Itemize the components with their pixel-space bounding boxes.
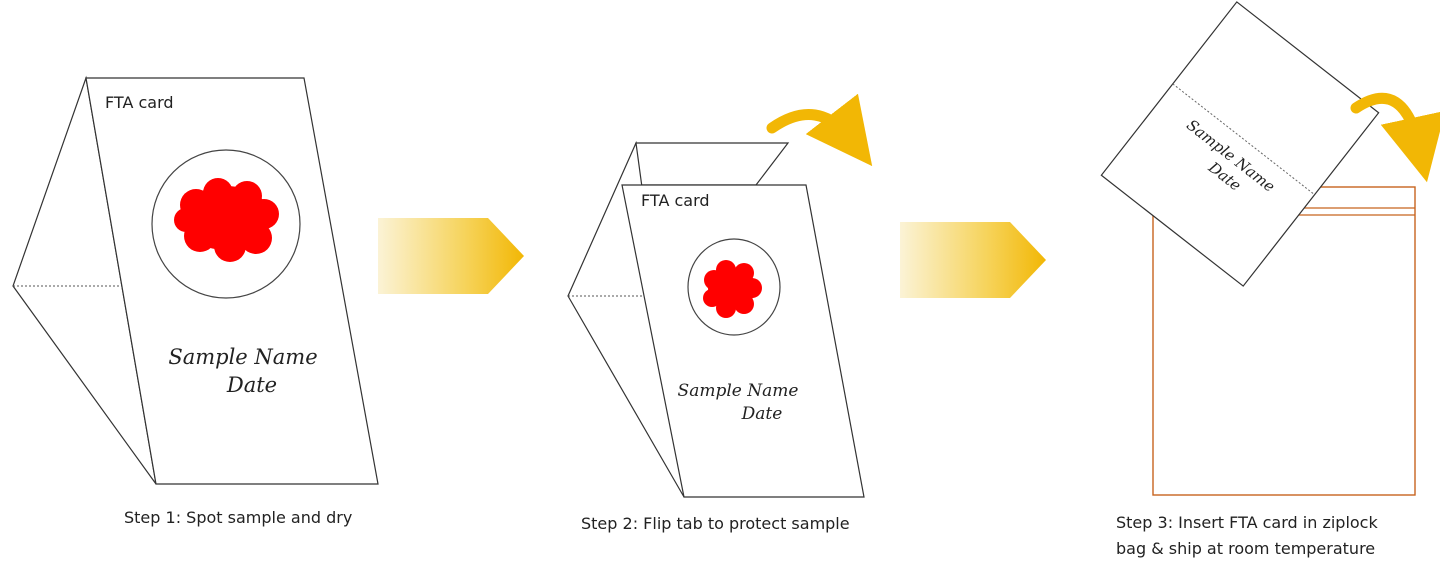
step1-caption: Step 1: Spot sample and dry — [124, 508, 353, 527]
step2-card-back-tab — [621, 142, 790, 186]
step2-sample-name: Sample Name — [678, 381, 799, 401]
step1-group: FTA card Sample Name Date — [12, 75, 379, 485]
step3-fta-card: Sample Name Date — [1100, 1, 1380, 287]
step3-caption: Step 3: Insert FTA card in ziplock bag &… — [1116, 510, 1378, 562]
step2-card-front — [621, 184, 865, 498]
step3-group: Sample Name Date — [1100, 1, 1440, 496]
curved-flip-arrow-icon — [1350, 92, 1440, 183]
step1-date: Date — [226, 373, 277, 397]
step2-blood-spot — [703, 260, 762, 318]
right-arrow-icon — [900, 222, 1046, 298]
curved-flip-arrow-icon — [766, 93, 873, 167]
step1-card-label: FTA card — [105, 93, 174, 112]
step3-caption-line1: Step 3: Insert FTA card in ziplock — [1116, 513, 1378, 532]
step1-sample-name: Sample Name — [168, 345, 317, 369]
step2-caption: Step 2: Flip tab to protect sample — [581, 514, 850, 533]
step1-blood-spot — [174, 178, 279, 262]
step2-date: Date — [741, 404, 783, 424]
right-arrow-icon — [378, 218, 524, 294]
step2-group: FTA card Sample Name Date — [567, 93, 873, 498]
step3-caption-line2: bag & ship at room temperature — [1116, 539, 1376, 558]
step2-card-label: FTA card — [641, 191, 710, 210]
